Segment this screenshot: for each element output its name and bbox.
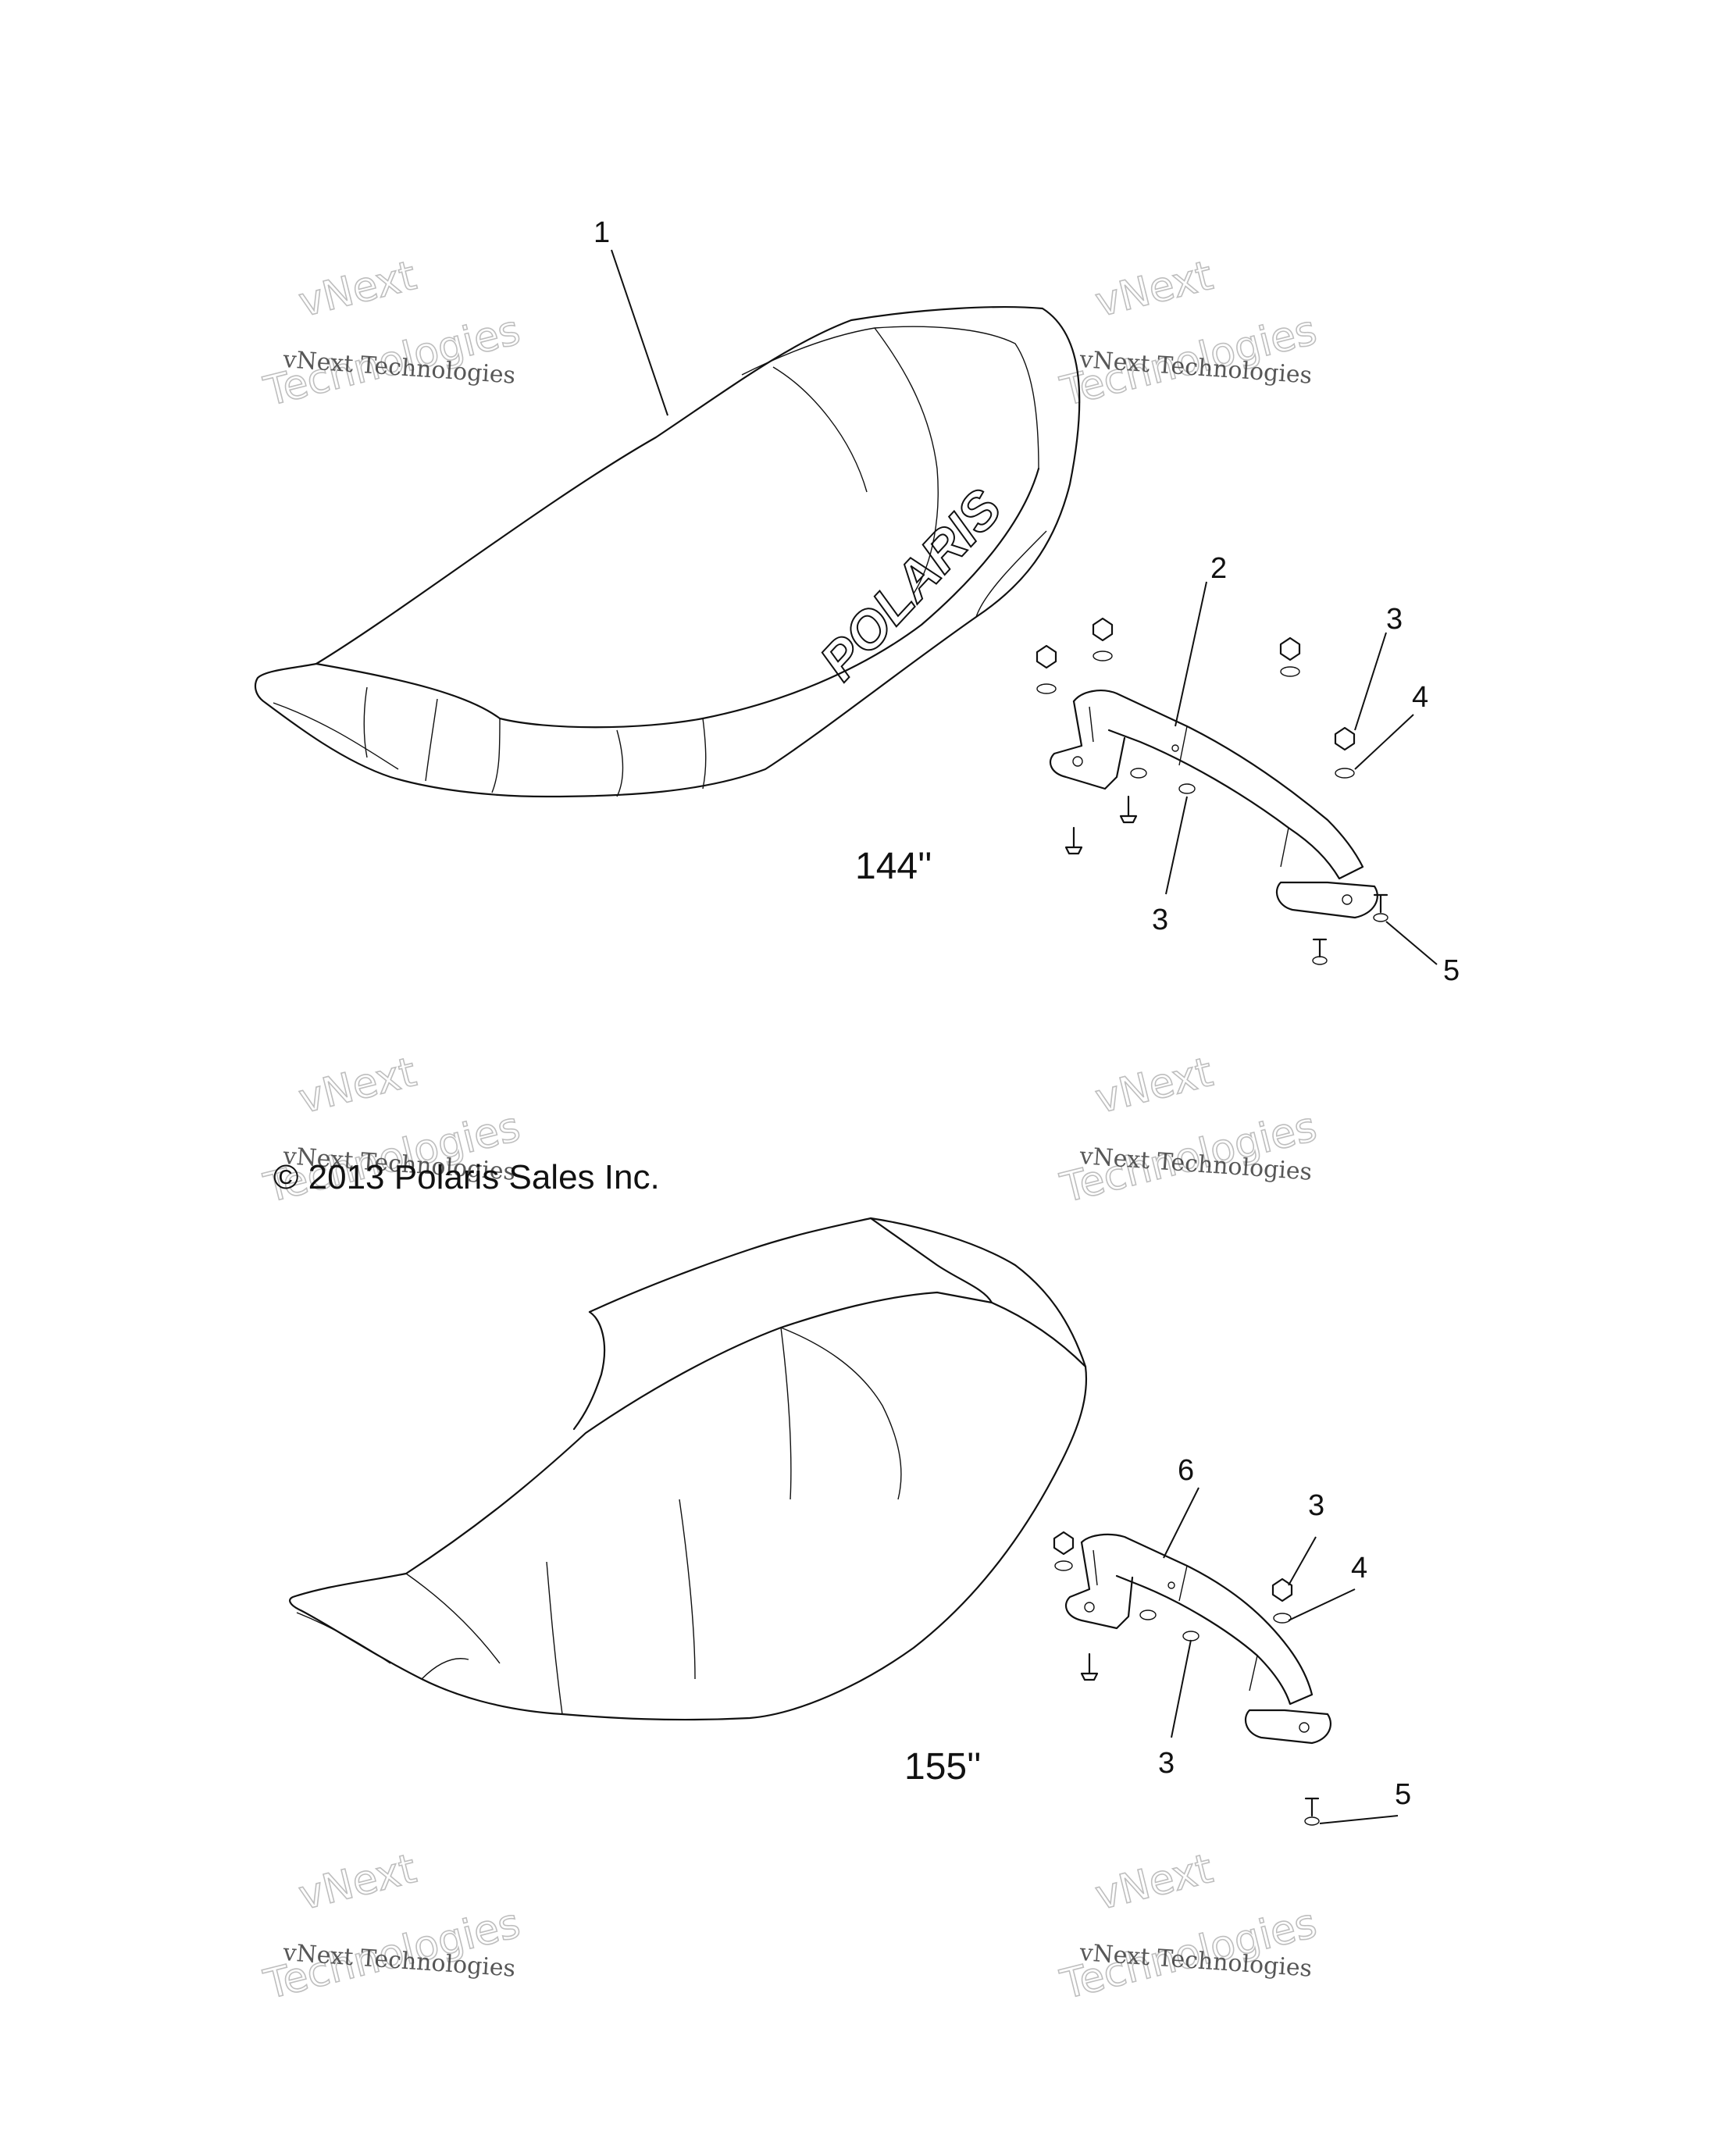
- seat-144: [254, 306, 1081, 798]
- grab-bar-155: [1064, 1533, 1332, 1745]
- size-label-155: 155'': [904, 1746, 981, 1788]
- svg-text:vNext: vNext: [294, 1845, 421, 1920]
- hardware-155: [1053, 1531, 1320, 1826]
- watermark-bottom-left: vNext Technologies: [258, 1845, 525, 2009]
- svg-text:vNext: vNext: [1091, 1049, 1217, 1123]
- callout-3: 3: [1308, 1489, 1324, 1522]
- hardware-144: [1036, 617, 1388, 965]
- svg-text:vNext: vNext: [1091, 252, 1217, 326]
- copyright-text: © 2013 Polaris Sales Inc.: [273, 1158, 660, 1196]
- polaris-logo: POLARIS: [808, 478, 1013, 691]
- callout-3: 3: [1158, 1747, 1175, 1780]
- callout-3: 3: [1386, 603, 1403, 636]
- callout-4: 4: [1412, 681, 1428, 714]
- callout-4: 4: [1351, 1552, 1367, 1585]
- callout-6: 6: [1178, 1454, 1194, 1487]
- watermark-bottom-right: vNext Technologies: [1055, 1845, 1321, 2009]
- callout-1: 1: [594, 216, 610, 249]
- svg-text:vNext: vNext: [294, 252, 421, 326]
- callout-5: 5: [1443, 954, 1460, 987]
- callout-2: 2: [1210, 552, 1227, 585]
- svg-text:vNext: vNext: [1091, 1845, 1217, 1920]
- size-label-144: 144'': [855, 846, 932, 887]
- leader-lines: [611, 249, 1438, 1824]
- grab-bar-144: [1049, 690, 1378, 919]
- svg-text:vNext: vNext: [294, 1049, 421, 1123]
- callout-5: 5: [1395, 1778, 1411, 1811]
- callout-3: 3: [1152, 904, 1168, 936]
- watermark-top-left: vNext Technologies: [258, 251, 525, 416]
- watermark-mid-right: vNext Technologies: [1055, 1048, 1321, 1213]
- seat-155: [289, 1217, 1088, 1721]
